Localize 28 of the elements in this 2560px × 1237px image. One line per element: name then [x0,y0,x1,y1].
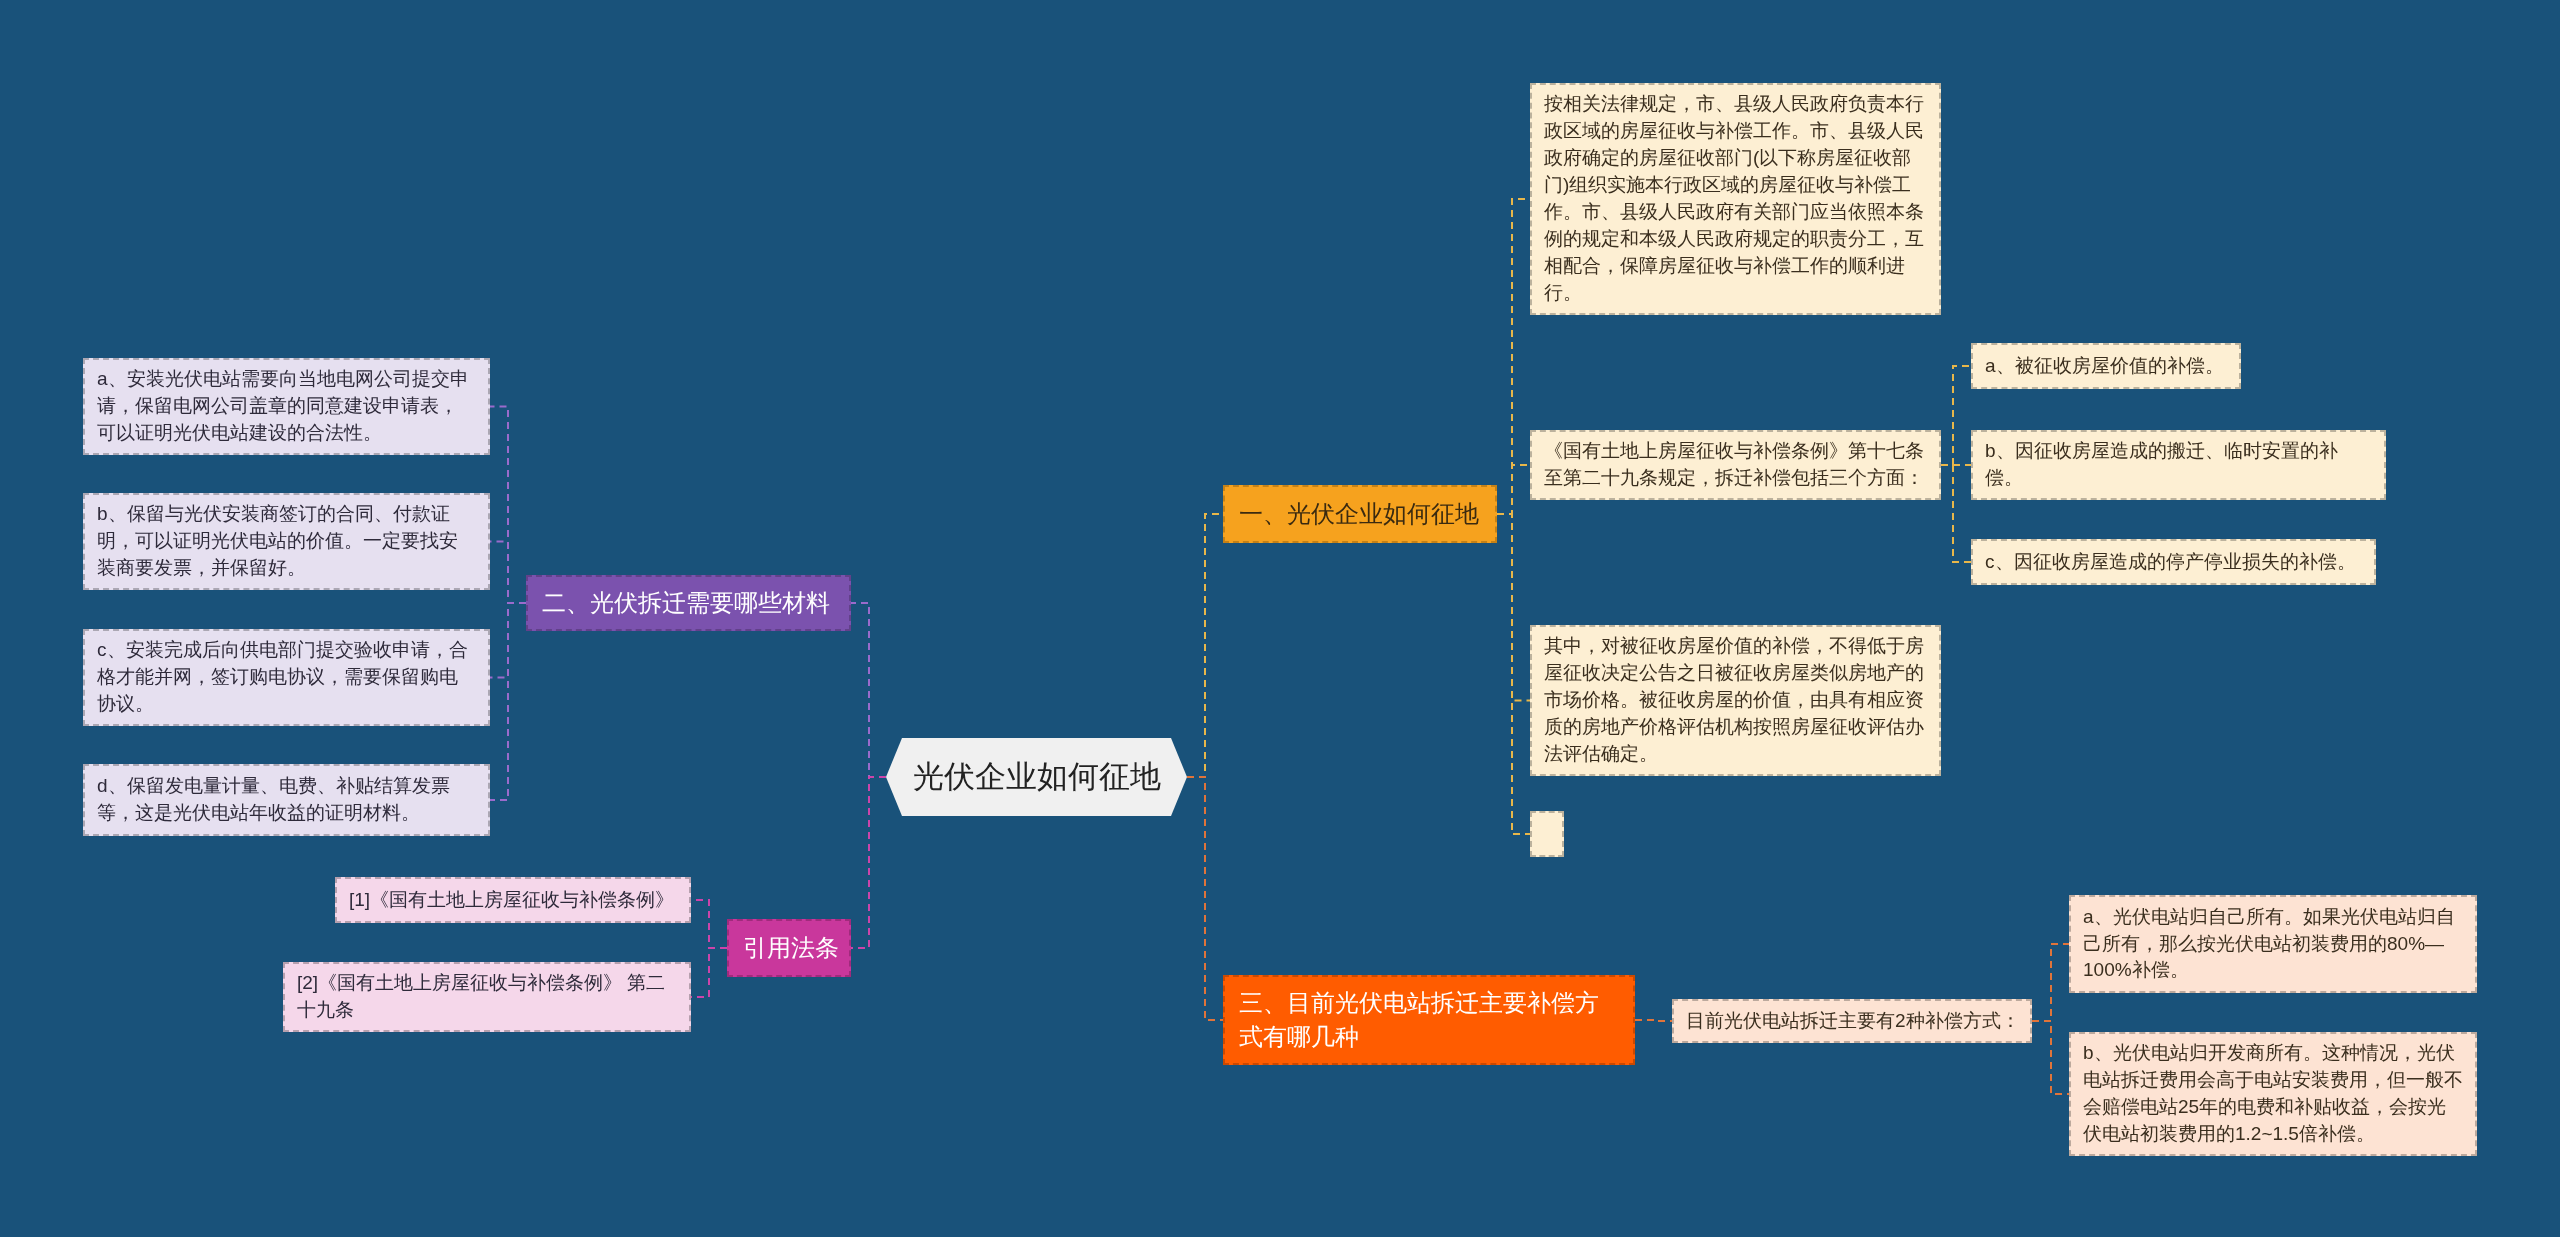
note-box: 按相关法律规定，市、县级人民政府负责本行政区域的房屋征收与补偿工作。市、县级人民政府确定的房屋征收部门(以下称房屋征收部门)组织实施本行政区域的房屋征收与补偿工作。市、县级人民政府有关部门应当依照本条例的规定和本级人民政府规定的职责分工，互相配合，保障房屋征收与补偿工作的顺利进行。 [1530,83,1941,315]
note-box: a、光伏电站归自己所有。如果光伏电站归自己所有，那么按光伏电站初装费用的80%—100%补偿。 [2069,895,2477,993]
connector [489,602,527,801]
note-box: a、被征收房屋价值的补偿。 [1971,343,2241,389]
connector [1940,464,1972,563]
note-box: 其中，对被征收房屋价值的补偿，不得低于房屋征收决定公告之日被征收房屋类似房地产的市场价格。被征收房屋的价值，由具有相应资质的房地产价格评估机构按照房屋征收评估办法评估确定。 [1530,625,1941,776]
topic-box: 二、光伏拆迁需要哪些材料 [526,575,851,631]
connector [2031,1020,2070,1095]
note-box: c、安装完成后向供电部门提交验收申请，合格才能并网，签订购电协议，需要保留购电协议。 [83,629,490,726]
connector [1634,1019,1673,1022]
note-box: b、因征收房屋造成的搬迁、临时安置的补偿。 [1971,430,2386,500]
central-topic: 光伏企业如何征地 [886,738,1187,816]
note-box: a、安装光伏电站需要向当地电网公司提交申请，保留电网公司盖章的同意建设申请表，可以证明光伏电站建设的合法性。 [83,358,490,455]
connector [850,776,887,949]
note-box: 目前光伏电站拆迁主要有2种补偿方式： [1672,999,2032,1043]
note-box: [2]《国有土地上房屋征收与补偿条例》 第二十九条 [283,962,691,1032]
connector [1186,776,1224,1021]
topic-box: 一、光伏企业如何征地 [1223,485,1497,543]
note-box: c、因征收房屋造成的停产停业损失的补偿。 [1971,539,2376,585]
topic-box: 三、目前光伏电站拆迁主要补偿方式有哪几种 [1223,975,1635,1065]
connector [1496,513,1531,835]
topic-box: 引用法条 [727,919,851,977]
note-box: b、保留与光伏安装商签订的合同、付款证明，可以证明光伏电站的价值。一定要找安装商要发票，并保留好。 [83,493,490,590]
note-box: b、光伏电站归开发商所有。这种情况，光伏电站拆迁费用会高于电站安装费用，但一般不会赔偿电站25年的电费和补贴收益，会按光伏电站初装费用的1.2~1.5倍补偿。 [2069,1032,2477,1156]
note-box: [1]《国有土地上房屋征收与补偿条例》 [335,877,691,923]
note-box: 《国有土地上房屋征收与补偿条例》第十七条至第二十九条规定，拆迁补偿包括三个方面： [1530,430,1941,500]
empty-box [1530,811,1564,857]
note-box: d、保留发电量计量、电费、补贴结算发票等，这是光伏电站年收益的证明材料。 [83,764,490,836]
